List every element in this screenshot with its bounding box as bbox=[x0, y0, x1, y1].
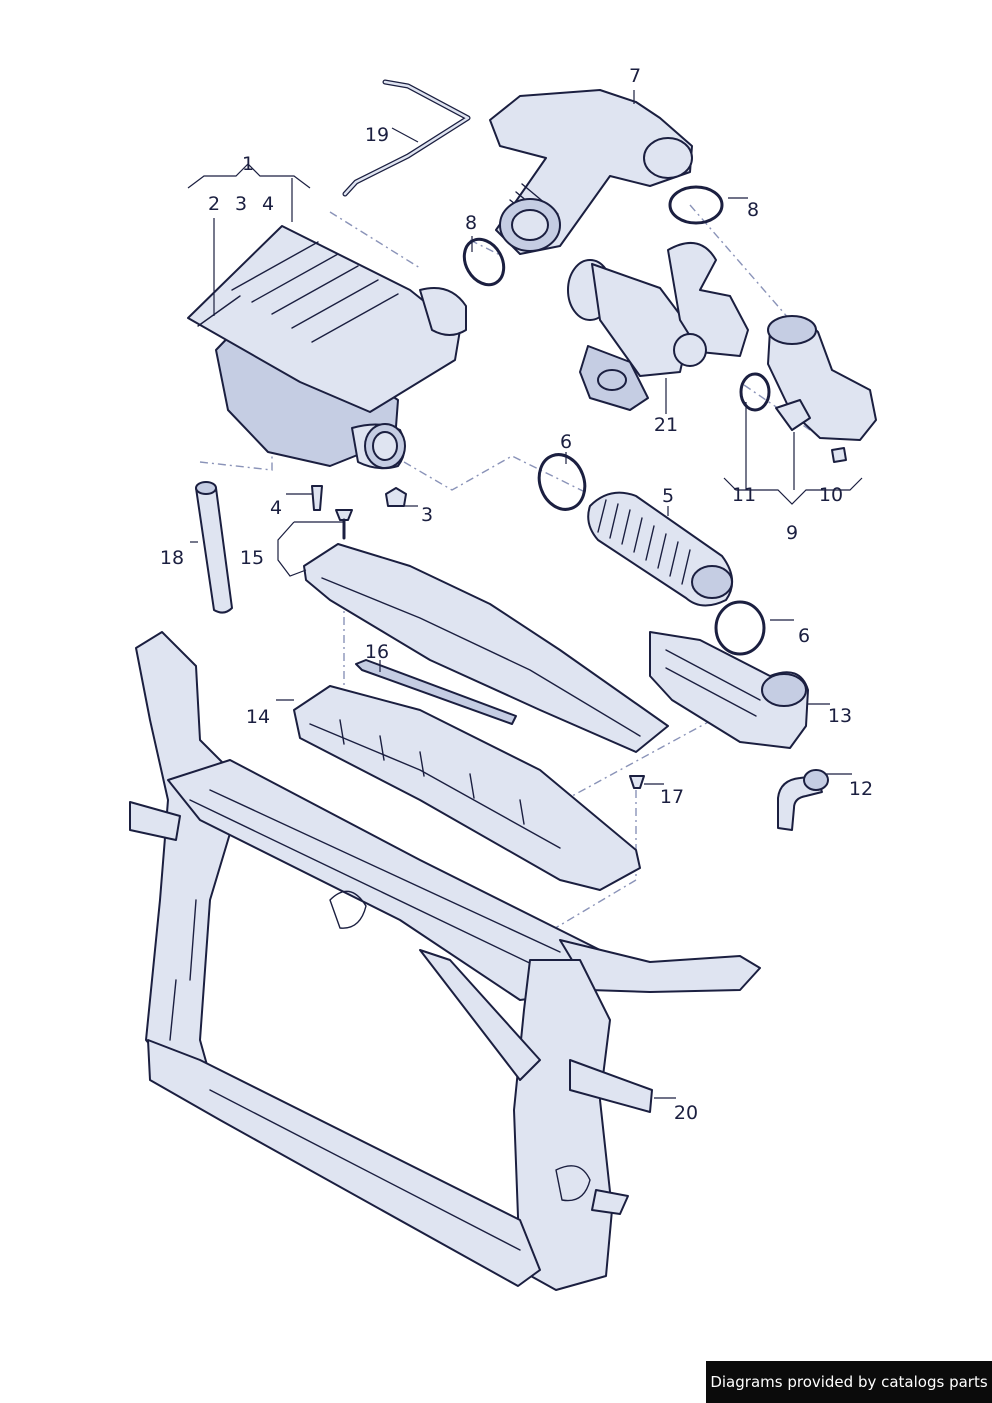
callout-12: 12 bbox=[849, 778, 873, 800]
callout-8: 8 bbox=[465, 212, 477, 234]
callout-10: 10 bbox=[819, 484, 843, 506]
charge-pipe-9 bbox=[739, 315, 877, 463]
callout-20: 20 bbox=[674, 1102, 698, 1124]
bolts bbox=[311, 485, 645, 789]
throttle-body-21 bbox=[567, 241, 749, 411]
callout-9: 9 bbox=[786, 522, 798, 544]
air-duct-13 bbox=[649, 631, 809, 749]
callout-13: 13 bbox=[828, 705, 852, 727]
callout-7: 7 bbox=[629, 65, 641, 87]
assembly-lines bbox=[199, 204, 811, 931]
callout-1: 1 bbox=[242, 153, 254, 175]
air-guide-15 bbox=[303, 543, 669, 753]
air-filter-housing-1 bbox=[187, 225, 467, 507]
callout-3: 3 bbox=[235, 193, 247, 215]
callout-17: 17 bbox=[660, 786, 684, 808]
callout-18: 18 bbox=[160, 547, 184, 569]
breather-hose-19 bbox=[342, 79, 471, 197]
leader-lines bbox=[187, 90, 863, 1099]
lock-carrier-20 bbox=[129, 631, 761, 1291]
callout-4: 4 bbox=[270, 497, 282, 519]
callout-3: 3 bbox=[421, 504, 433, 526]
callout-8: 8 bbox=[747, 199, 759, 221]
callout-16: 16 bbox=[365, 641, 389, 663]
callout-15: 15 bbox=[240, 547, 264, 569]
intake-pipe-7 bbox=[489, 89, 693, 255]
callout-4: 4 bbox=[262, 193, 274, 215]
watermark-banner: Diagrams provided by catalogs parts bbox=[706, 1361, 992, 1403]
corrugated-hose-5 bbox=[537, 453, 766, 656]
callout-21: 21 bbox=[654, 414, 678, 436]
callout-6: 6 bbox=[798, 625, 810, 647]
callout-5: 5 bbox=[662, 485, 674, 507]
air-guide-14 bbox=[293, 685, 641, 891]
callout-6: 6 bbox=[560, 431, 572, 453]
callout-2: 2 bbox=[208, 193, 220, 215]
seal-strip-16 bbox=[355, 659, 517, 725]
hose-elbow-12 bbox=[777, 769, 829, 831]
callout-11: 11 bbox=[732, 484, 756, 506]
callout-14: 14 bbox=[246, 706, 270, 728]
drain-tube-18 bbox=[195, 481, 233, 614]
callout-19: 19 bbox=[365, 124, 389, 146]
